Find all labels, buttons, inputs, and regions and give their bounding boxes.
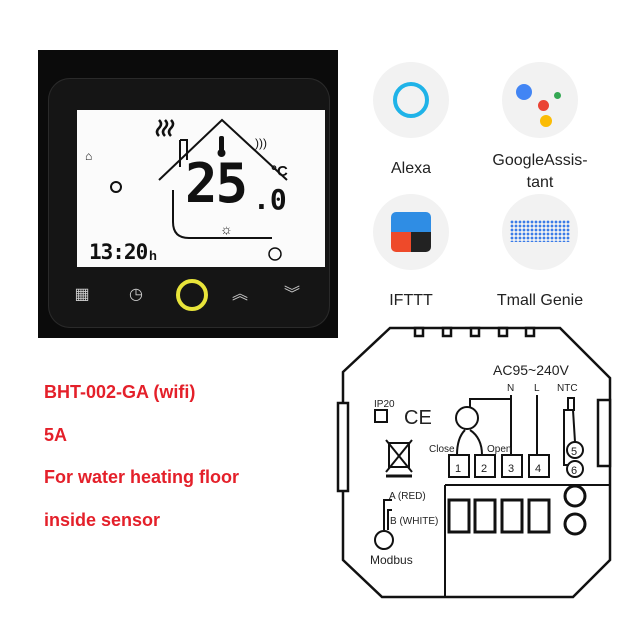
usage-text: For water heating floor xyxy=(44,467,240,487)
google-label-line2: tant xyxy=(526,174,554,191)
l-label: L xyxy=(534,383,540,394)
menu-icon: ▦ xyxy=(74,286,90,303)
open-label: Open xyxy=(487,444,511,455)
clock-icon: ◷ xyxy=(129,286,143,303)
home-mode-icon: ⌂ xyxy=(85,149,92,163)
alexa-icon xyxy=(373,62,449,138)
terminal-3: 3 xyxy=(508,463,514,475)
thermostat: ))) ⌂ ☼ 25 .0 °C 13:20 h ▦ ◷ ︽ ︾ xyxy=(38,50,338,338)
ntc-label: NTC xyxy=(557,383,578,394)
terminal-6: 6 xyxy=(571,465,577,477)
chevron-down-icon: ︾ xyxy=(283,286,300,303)
alexa-label: Alexa xyxy=(390,160,432,177)
model-name: BHT-002-GA (wifi) xyxy=(44,382,196,402)
modbus-label: Modbus xyxy=(370,553,413,567)
down-button[interactable]: ︾ xyxy=(280,283,304,307)
power-button[interactable] xyxy=(176,279,208,311)
terminal-1: 1 xyxy=(455,463,461,475)
clock-button[interactable]: ◷ xyxy=(124,283,148,307)
tmall-genie-label: Tmall Genie xyxy=(496,292,584,309)
temperature-unit: °C xyxy=(271,163,288,180)
schedule-clock-icon xyxy=(268,247,282,261)
google-label-line1: GoogleAssis- xyxy=(492,152,588,169)
weee-bin-icon xyxy=(385,439,413,478)
ifttt-label: IFTTT xyxy=(389,292,433,309)
terminal-5: 5 xyxy=(571,446,577,458)
current-rating: 5A xyxy=(44,425,68,445)
clock-suffix: h xyxy=(149,248,157,263)
a-wire-label: A (RED) xyxy=(389,491,426,502)
tmall-genie-icon xyxy=(502,194,578,270)
up-button[interactable]: ︽ xyxy=(228,283,252,307)
clock-time: 13:20 xyxy=(89,240,148,264)
b-wire-label: B (WHITE) xyxy=(390,516,438,527)
house-outline xyxy=(158,118,288,239)
thermometer-icon xyxy=(219,136,224,152)
wifi-icon: ))) xyxy=(255,136,267,150)
google-assistant-label: GoogleAssis- tant xyxy=(475,150,605,194)
sun-icon: ☼ xyxy=(220,221,233,237)
terminal-4: 4 xyxy=(535,463,541,475)
n-label: N xyxy=(507,383,514,394)
voltage-label: AC95~240V xyxy=(493,362,570,378)
close-label: Close xyxy=(429,444,455,455)
modbus-connector-icon xyxy=(374,530,394,550)
google-assistant-icon xyxy=(502,62,578,138)
temperature-decimal: .0 xyxy=(253,183,287,216)
temperature-value: 25 xyxy=(185,152,248,215)
valve-motor-icon xyxy=(455,406,479,430)
ip20-label: IP20 xyxy=(374,399,395,410)
ifttt-icon xyxy=(373,194,449,270)
ip20-square-icon xyxy=(374,409,388,423)
menu-button[interactable]: ▦ xyxy=(70,283,94,307)
lcd-screen: ))) ⌂ ☼ 25 .0 °C 13:20 h xyxy=(77,110,325,267)
sensor-text: inside sensor xyxy=(44,510,161,530)
terminal-2: 2 xyxy=(481,463,487,475)
ce-mark: CE xyxy=(404,407,432,429)
chevron-up-icon: ︽ xyxy=(231,286,248,303)
heat-waves-icon xyxy=(155,119,175,137)
mode-5-icon xyxy=(110,181,122,193)
